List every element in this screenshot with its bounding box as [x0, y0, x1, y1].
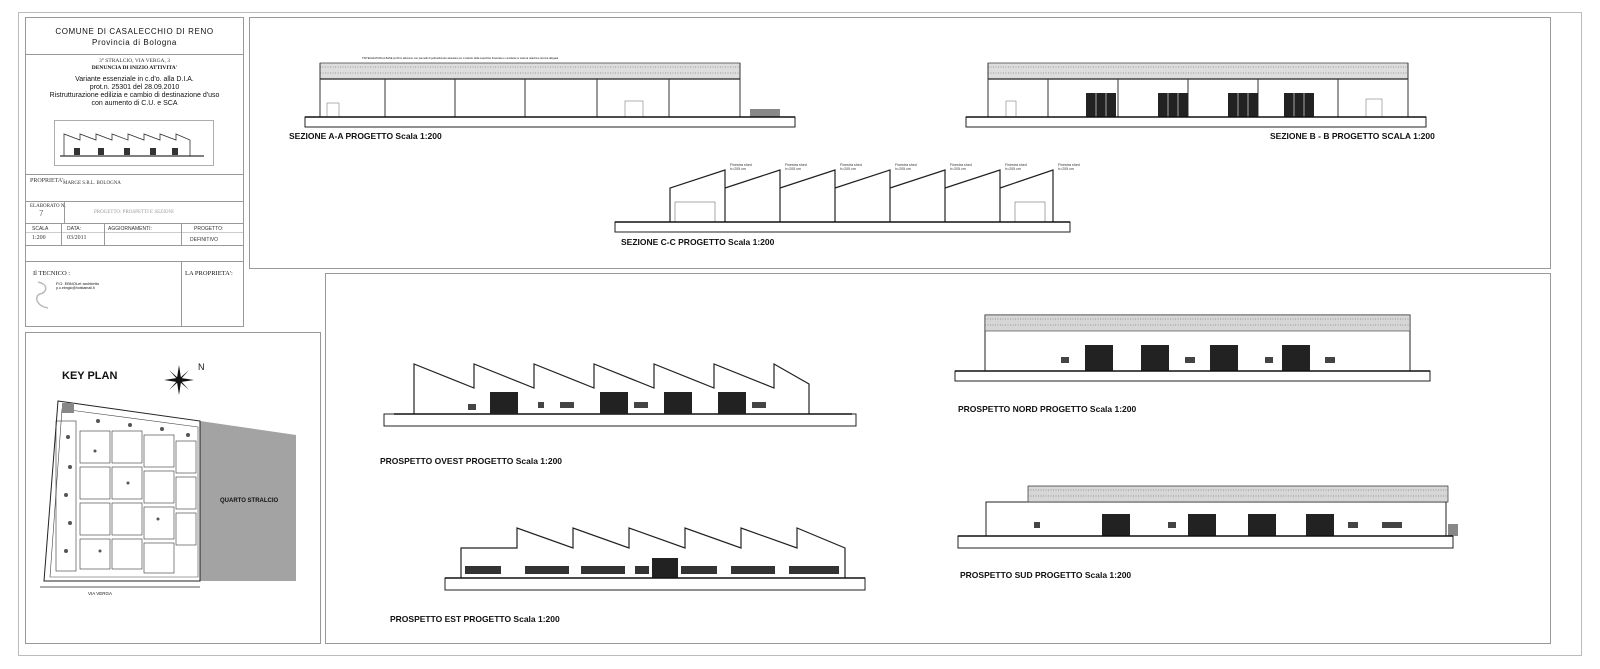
- elevation-nord-caption: PROSPETTO NORD PROGETTO Scala 1:200: [958, 404, 1137, 414]
- prot-text: prot.n. 25301 del 28.09.2010: [89, 84, 180, 91]
- title-block-thumbnail: [54, 120, 214, 166]
- elevation-nord-drawing: [954, 314, 1431, 382]
- elevation-ovest-caption: PROSPETTO OVEST PROGETTO Scala 1:200: [380, 456, 563, 466]
- data-value: 03/2011: [67, 235, 87, 241]
- elevation-ovest-drawing: [383, 362, 857, 427]
- comune-title: COMUNE DI CASALECCHIO DI RENO: [55, 27, 214, 36]
- elaborato-label: ELABORATO N.: [30, 204, 66, 209]
- proprieta-value: MARGE S.R.L. BOLOGNA: [63, 181, 121, 186]
- section-cc-caption: SEZIONE C-C PROGETTO Scala 1:200: [621, 237, 775, 247]
- data-label: DATA:: [67, 226, 81, 232]
- elaborato-value: 7: [39, 209, 44, 218]
- drawing-sheet: [18, 12, 1582, 656]
- street-label: VIA VERGA: [88, 591, 113, 596]
- shed-label-2: Finestra shed h=205 cm: [785, 163, 807, 171]
- la-proprieta-label: LA PROPRIETA':: [185, 270, 233, 277]
- shed-label-5: Finestra shed h=205 cm: [950, 163, 972, 171]
- north-label: N: [198, 362, 205, 372]
- section-aa-drawing: [304, 62, 796, 128]
- progetto-label: PROGETTO:: [194, 226, 224, 232]
- section-aa-caption: SEZIONE A-A PROGETTO Scala 1:200: [289, 131, 442, 141]
- roof-note-aa: TINTEGGIATURA A BASE profili in allumini…: [362, 57, 559, 60]
- scala-label: SCALA: [32, 226, 49, 232]
- tecnico-label: Il TECNICO :: [33, 270, 71, 277]
- site-plan: [40, 400, 296, 588]
- title-block: COMUNE DI CASALECCHIO DI RENO Provincia …: [25, 17, 244, 327]
- elevation-est-caption: PROSPETTO EST PROGETTO Scala 1:200: [390, 614, 560, 624]
- proprieta-label: PROPRIETA':: [30, 178, 65, 184]
- progetto-value: DEFINITIVO: [190, 237, 219, 243]
- elaborato-desc: PROGETTO: PROSPETTI E SEZIONI: [94, 210, 174, 215]
- stralcio-text: 3° STRALCIO, VIA VERGA, 3: [98, 58, 171, 64]
- elevation-sud-caption: PROSPETTO SUD PROGETTO Scala 1:200: [960, 570, 1132, 580]
- quarto-stralcio-label: QUARTO STRALCIO: [220, 498, 279, 504]
- variante-text: Variante essenziale in c.d'o. alla D.I.A…: [75, 76, 194, 83]
- tecnico-mail: p.o.ebnglo@hotstamail.it: [56, 286, 95, 290]
- ristrutturazione-text: Ristrutturazione edilizia e cambio di de…: [49, 92, 220, 99]
- section-cc-drawing: [614, 169, 1071, 233]
- aumento-text: con aumento di C.U. e SCA: [91, 100, 178, 107]
- scala-value: 1:200: [32, 235, 46, 241]
- shed-label-1: Finestra shed h=205 cm: [730, 163, 752, 171]
- tecnico-name: P.O. EBNOLet architetto: [56, 281, 100, 286]
- provincia-title: Provincia di Bologna: [92, 38, 177, 47]
- denuncia-text: DENUNCIA DI INIZIO ATTIVITA': [91, 65, 178, 71]
- keyplan-title: KEY PLAN: [62, 370, 118, 382]
- keyplan-panel: KEY PLAN N: [25, 332, 321, 644]
- aggiornamenti-label: AGGIORNAMENTI:: [108, 226, 152, 232]
- elevation-sud-drawing: [957, 485, 1458, 549]
- section-bb-drawing: [965, 62, 1427, 128]
- shed-label-4: Finestra shed h=205 cm: [895, 163, 917, 171]
- shed-label-3: Finestra shed h=205 cm: [840, 163, 862, 171]
- section-bb-caption: SEZIONE B - B PROGETTO SCALA 1:200: [1270, 131, 1435, 141]
- shed-label-6: Finestra shed h=205 cm: [1005, 163, 1027, 171]
- compass-rose-icon: [164, 365, 194, 395]
- elevation-est-drawing: [444, 527, 866, 591]
- stamp-mark: [35, 281, 49, 309]
- shed-label-7: Finestra shed h=205 cm: [1058, 163, 1080, 171]
